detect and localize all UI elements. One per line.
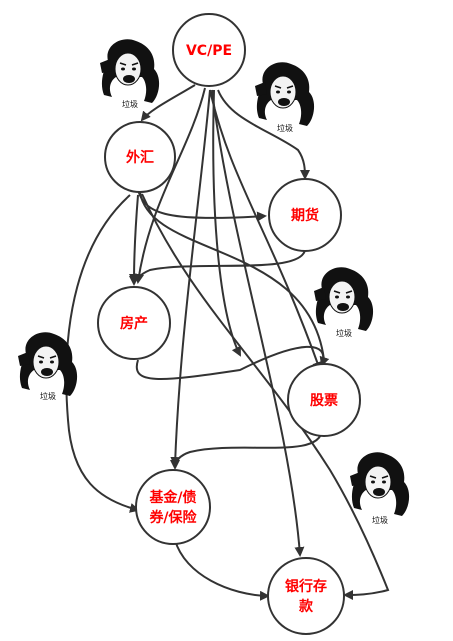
node-realestate-label: 房产 <box>120 315 148 332</box>
edge-vcpe-deposit <box>211 89 305 557</box>
node-forex[interactable]: 外汇 <box>104 121 176 193</box>
node-stocks[interactable]: 股票 <box>287 363 361 437</box>
edge-realestate-stocks <box>135 345 330 380</box>
node-realestate[interactable]: 房产 <box>97 286 171 360</box>
edge-forex-funds <box>65 194 140 513</box>
meme-caption-5: 垃圾 <box>372 515 388 525</box>
edges <box>65 84 390 601</box>
node-funds-label-line1: 基金/债 <box>149 489 196 506</box>
meme-caption-3: 垃圾 <box>336 328 352 338</box>
edge-forex-deposit <box>141 193 390 600</box>
meme-sticker-4: 垃圾 <box>17 331 78 401</box>
node-futures[interactable]: 期货 <box>268 178 342 252</box>
edge-vcpe-futures <box>217 89 310 180</box>
meme-face-icon <box>313 266 374 332</box>
node-funds[interactable]: 基金/债 券/保险 <box>135 469 211 545</box>
meme-sticker-3: 垃圾 <box>313 266 374 338</box>
edge-vcpe-funds <box>170 89 211 467</box>
node-funds-label-line2: 券/保险 <box>149 509 197 526</box>
meme-face-icon <box>349 451 410 517</box>
meme-sticker-2: 垃圾 <box>254 61 315 133</box>
meme-caption-4: 垃圾 <box>40 391 56 401</box>
edge-vcpe-realestate <box>134 87 206 284</box>
edge-forex-realestate <box>129 194 140 284</box>
meme-sticker-1: 垃圾 <box>99 38 160 109</box>
meme-face-icon <box>254 61 315 127</box>
meme-face-icon <box>99 38 160 104</box>
node-deposit-label-line1: 银行存 <box>285 578 327 595</box>
edge-funds-deposit <box>174 539 270 601</box>
node-futures-label: 期货 <box>291 207 319 224</box>
meme-sticker-5: 垃圾 <box>349 451 410 525</box>
node-deposit-label-line2: 款 <box>299 598 314 615</box>
node-forex-label: 外汇 <box>126 149 154 166</box>
meme-caption-2: 垃圾 <box>277 123 293 133</box>
edge-vcpe-forex <box>140 84 196 122</box>
node-stocks-label: 股票 <box>310 393 338 409</box>
edge-vcpe-stocks <box>209 89 323 372</box>
meme-caption-1: 垃圾 <box>122 99 138 109</box>
edge-futures-realestate <box>129 249 306 286</box>
node-vcpe[interactable]: VC/PE <box>172 13 246 87</box>
edge-stocks-funds <box>170 429 323 470</box>
node-deposit[interactable]: 银行存 款 <box>267 557 345 635</box>
node-vcpe-label: VC/PE <box>186 43 232 59</box>
